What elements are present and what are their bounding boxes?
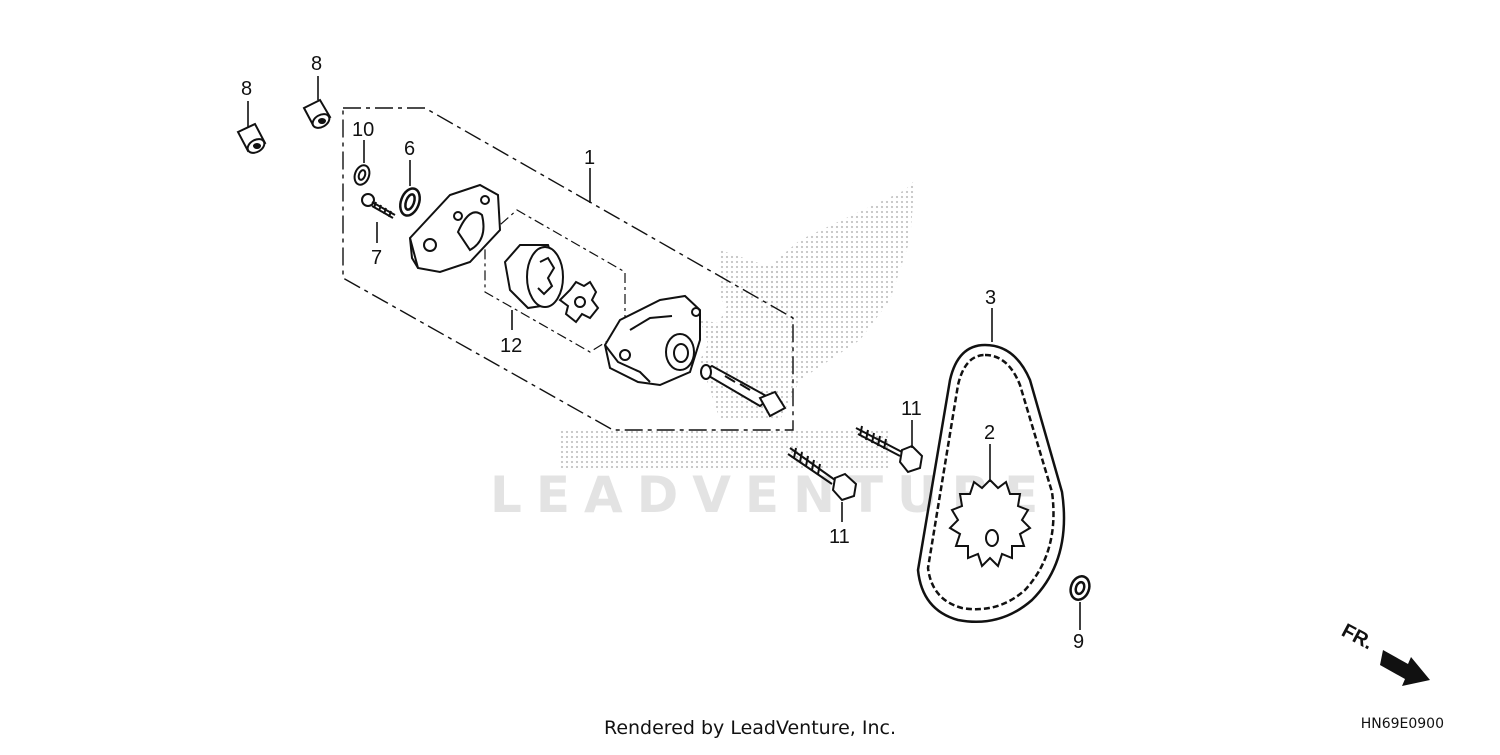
outer-rotor xyxy=(503,244,564,310)
leader-lines xyxy=(247,76,1081,630)
callout-2: 2 xyxy=(984,422,995,444)
callout-1: 1 xyxy=(584,147,595,169)
diagram-code: HN69E0900 xyxy=(1360,716,1444,732)
leadventure-watermark: LEADVENTURE xyxy=(490,466,1052,524)
rendered-by-footer: Rendered by LeadVenture, Inc. xyxy=(603,717,897,739)
callout-8-right: 8 xyxy=(311,53,322,75)
oil-pump-body xyxy=(603,294,701,387)
pump-shaft xyxy=(700,364,787,418)
screw-part-7 xyxy=(361,193,396,219)
callout-11-upper: 11 xyxy=(901,398,922,420)
callout-11-lower: 11 xyxy=(829,526,850,548)
callout-7: 7 xyxy=(371,247,382,269)
callout-10: 10 xyxy=(352,119,374,141)
inner-rotor-gear xyxy=(558,280,600,324)
callout-labels: 8 8 10 6 1 7 12 3 11 2 11 9 xyxy=(241,53,1084,653)
drive-chain xyxy=(916,343,1066,624)
flange-bolt-upper xyxy=(855,425,924,474)
callout-9: 9 xyxy=(1073,631,1084,653)
callout-6: 6 xyxy=(404,138,415,160)
callout-12: 12 xyxy=(500,335,522,357)
dowel-pin-right xyxy=(302,98,332,129)
washer-part-9 xyxy=(1069,575,1091,601)
flange-bolt-lower xyxy=(787,447,858,502)
callout-3: 3 xyxy=(985,287,996,309)
front-direction-arrow-icon xyxy=(1380,650,1430,686)
honda-wing-watermark xyxy=(560,180,915,468)
callout-8-left: 8 xyxy=(241,78,252,100)
washer-part-10 xyxy=(353,164,371,186)
drive-sprocket xyxy=(948,478,1032,568)
assembly-outline xyxy=(342,107,794,431)
pump-cover-plate xyxy=(408,183,502,274)
dowel-pin-left xyxy=(236,122,267,154)
oil-seal-part-6 xyxy=(399,187,421,217)
